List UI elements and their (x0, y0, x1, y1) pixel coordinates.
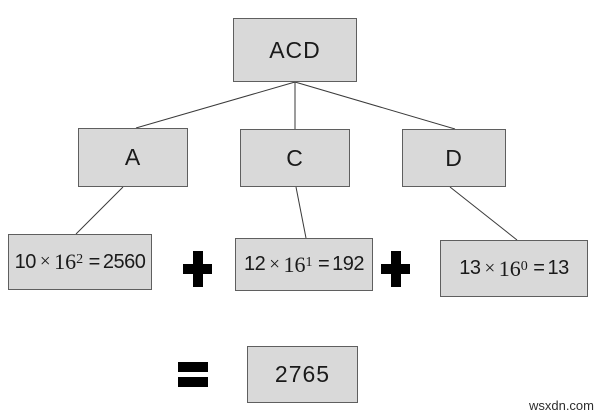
formula-c-coefficient: 12 (243, 253, 266, 275)
edge-root-to-a (135, 81, 296, 129)
formula-d-coefficient: 13 (459, 257, 481, 279)
digit-node-a: A (78, 128, 188, 187)
equals-top-bar (178, 362, 208, 372)
equals-sign-inline: = (88, 250, 101, 273)
formula-a-coefficient: 10 (14, 250, 37, 273)
edge-root-to-d (294, 81, 456, 130)
multiply-sign: × (484, 257, 496, 279)
formula-d-base: 16 (498, 255, 521, 281)
equals-operator (178, 362, 208, 388)
total-node-label: 2765 (274, 361, 331, 387)
formula-a-result: 2560 (102, 250, 146, 273)
digit-node-d: D (402, 129, 506, 187)
digit-node-c-label: C (286, 144, 304, 171)
formula-a-base: 16 (54, 249, 77, 274)
digit-node-a-label: A (124, 144, 142, 170)
formula-c-base: 16 (283, 251, 306, 277)
formula-d-result: 13 (547, 257, 569, 279)
root-node-label: ACD (269, 36, 321, 63)
plus-operator-2 (381, 251, 410, 287)
digit-node-d-label: D (445, 144, 463, 171)
edge-d-to-formula (449, 186, 518, 241)
plus-horizontal-bar (381, 264, 410, 274)
plus-operator-1 (183, 251, 212, 287)
equals-bottom-bar (178, 377, 208, 387)
multiply-sign: × (269, 253, 280, 275)
equals-sign-inline: = (317, 253, 330, 275)
multiply-sign: × (39, 251, 51, 272)
root-node-acd: ACD (233, 18, 357, 82)
edge-c-to-formula (295, 186, 307, 239)
watermark-text: wsxdn.com (528, 398, 594, 413)
total-node: 2765 (247, 346, 358, 403)
plus-horizontal-bar (183, 264, 212, 274)
formula-c-result: 192 (332, 253, 365, 275)
edge-a-to-formula (75, 186, 124, 235)
equals-sign-inline: = (533, 257, 545, 279)
digit-node-c: C (240, 129, 350, 187)
